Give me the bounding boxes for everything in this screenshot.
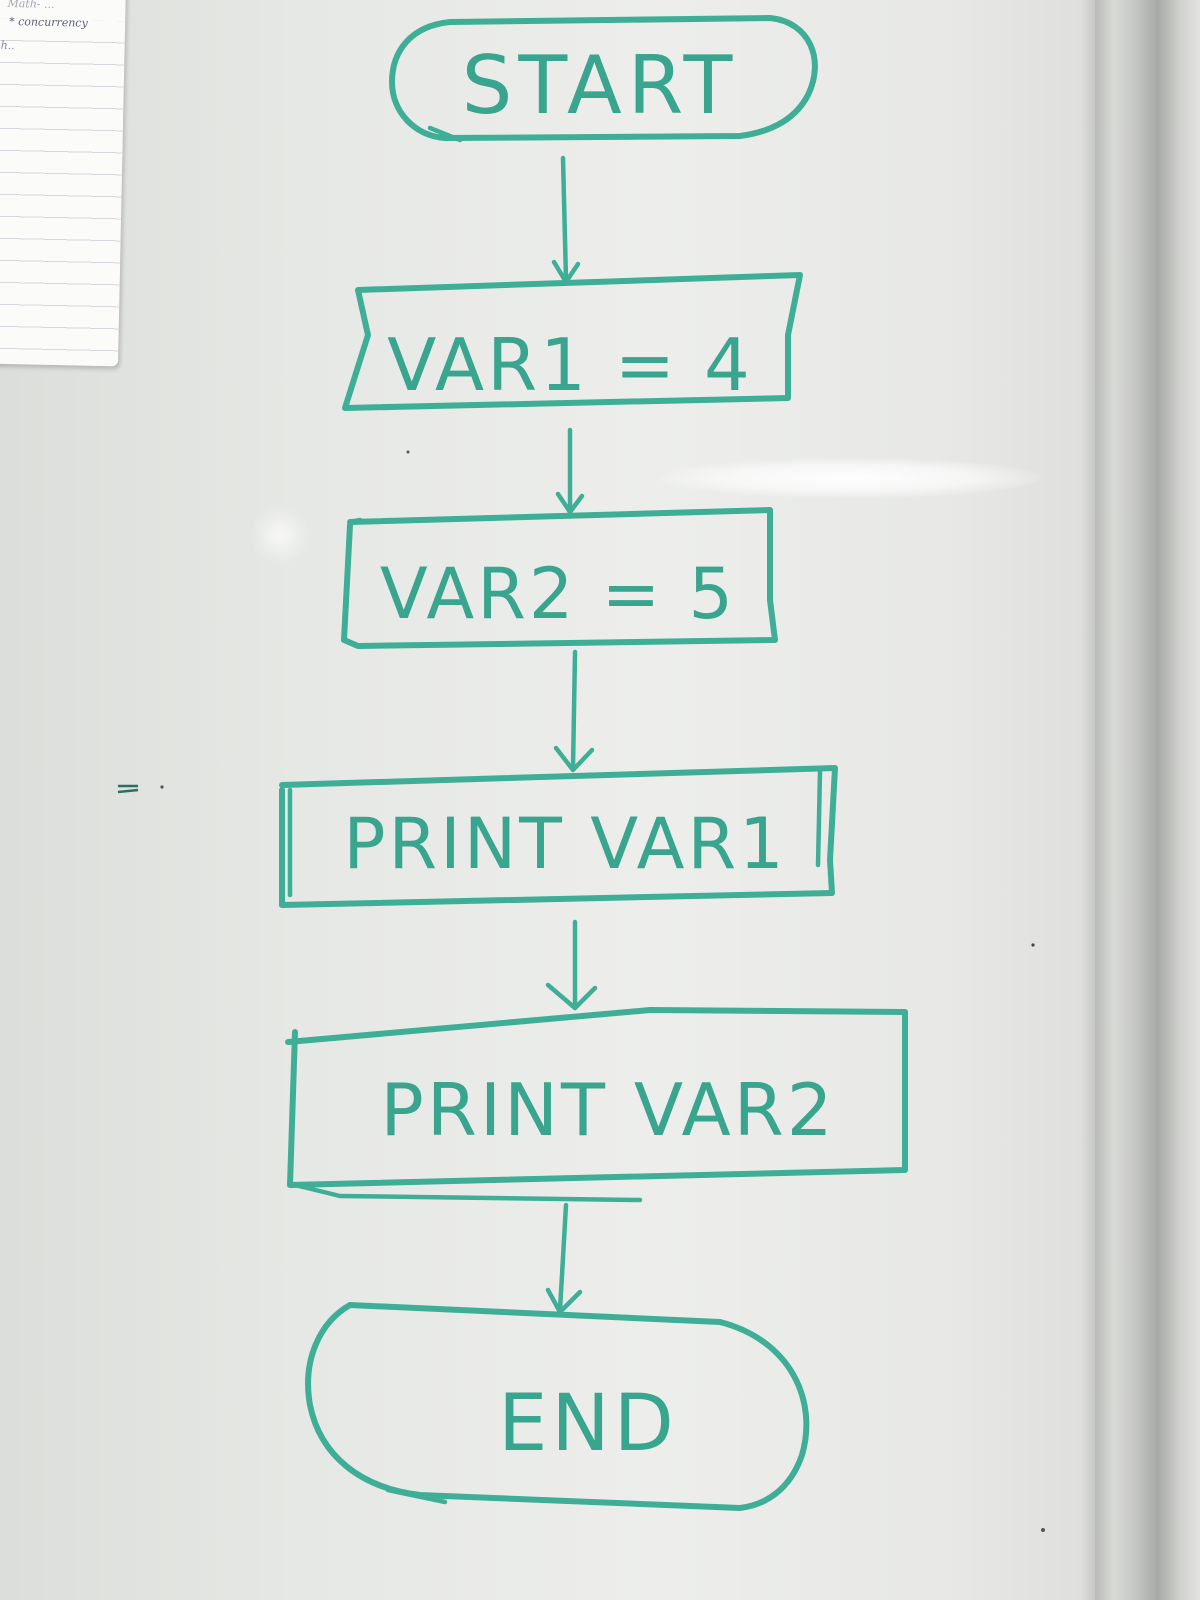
arrow-1 — [551, 155, 581, 285]
var2-label: VAR2 = 5 — [380, 553, 736, 635]
light-glare-small — [250, 505, 310, 565]
end-terminator: END — [305, 1302, 810, 1511]
stray-marks — [117, 450, 1045, 1532]
start-label: START — [462, 39, 739, 132]
start-terminator: START — [389, 15, 818, 143]
print-var2-label: PRINT VAR2 — [380, 1068, 835, 1152]
arrow-4 — [545, 919, 598, 1011]
board-frame-shadow — [1080, 0, 1098, 1600]
var1-label: VAR1 = 4 — [387, 323, 753, 407]
arrow-2 — [555, 427, 585, 515]
arrow-5 — [545, 1202, 583, 1315]
print-var1-label: PRINT VAR1 — [343, 803, 786, 885]
light-glare — [660, 458, 1040, 498]
process-box-var1: VAR1 = 4 — [342, 272, 803, 411]
process-box-print-var1: PRINT VAR1 — [279, 765, 838, 908]
process-box-var2: VAR2 = 5 — [341, 507, 778, 649]
end-label: END — [498, 1379, 678, 1469]
arrow-3 — [553, 649, 595, 773]
process-box-print-var2: PRINT VAR2 — [285, 1007, 908, 1203]
board-frame — [1095, 0, 1200, 1600]
